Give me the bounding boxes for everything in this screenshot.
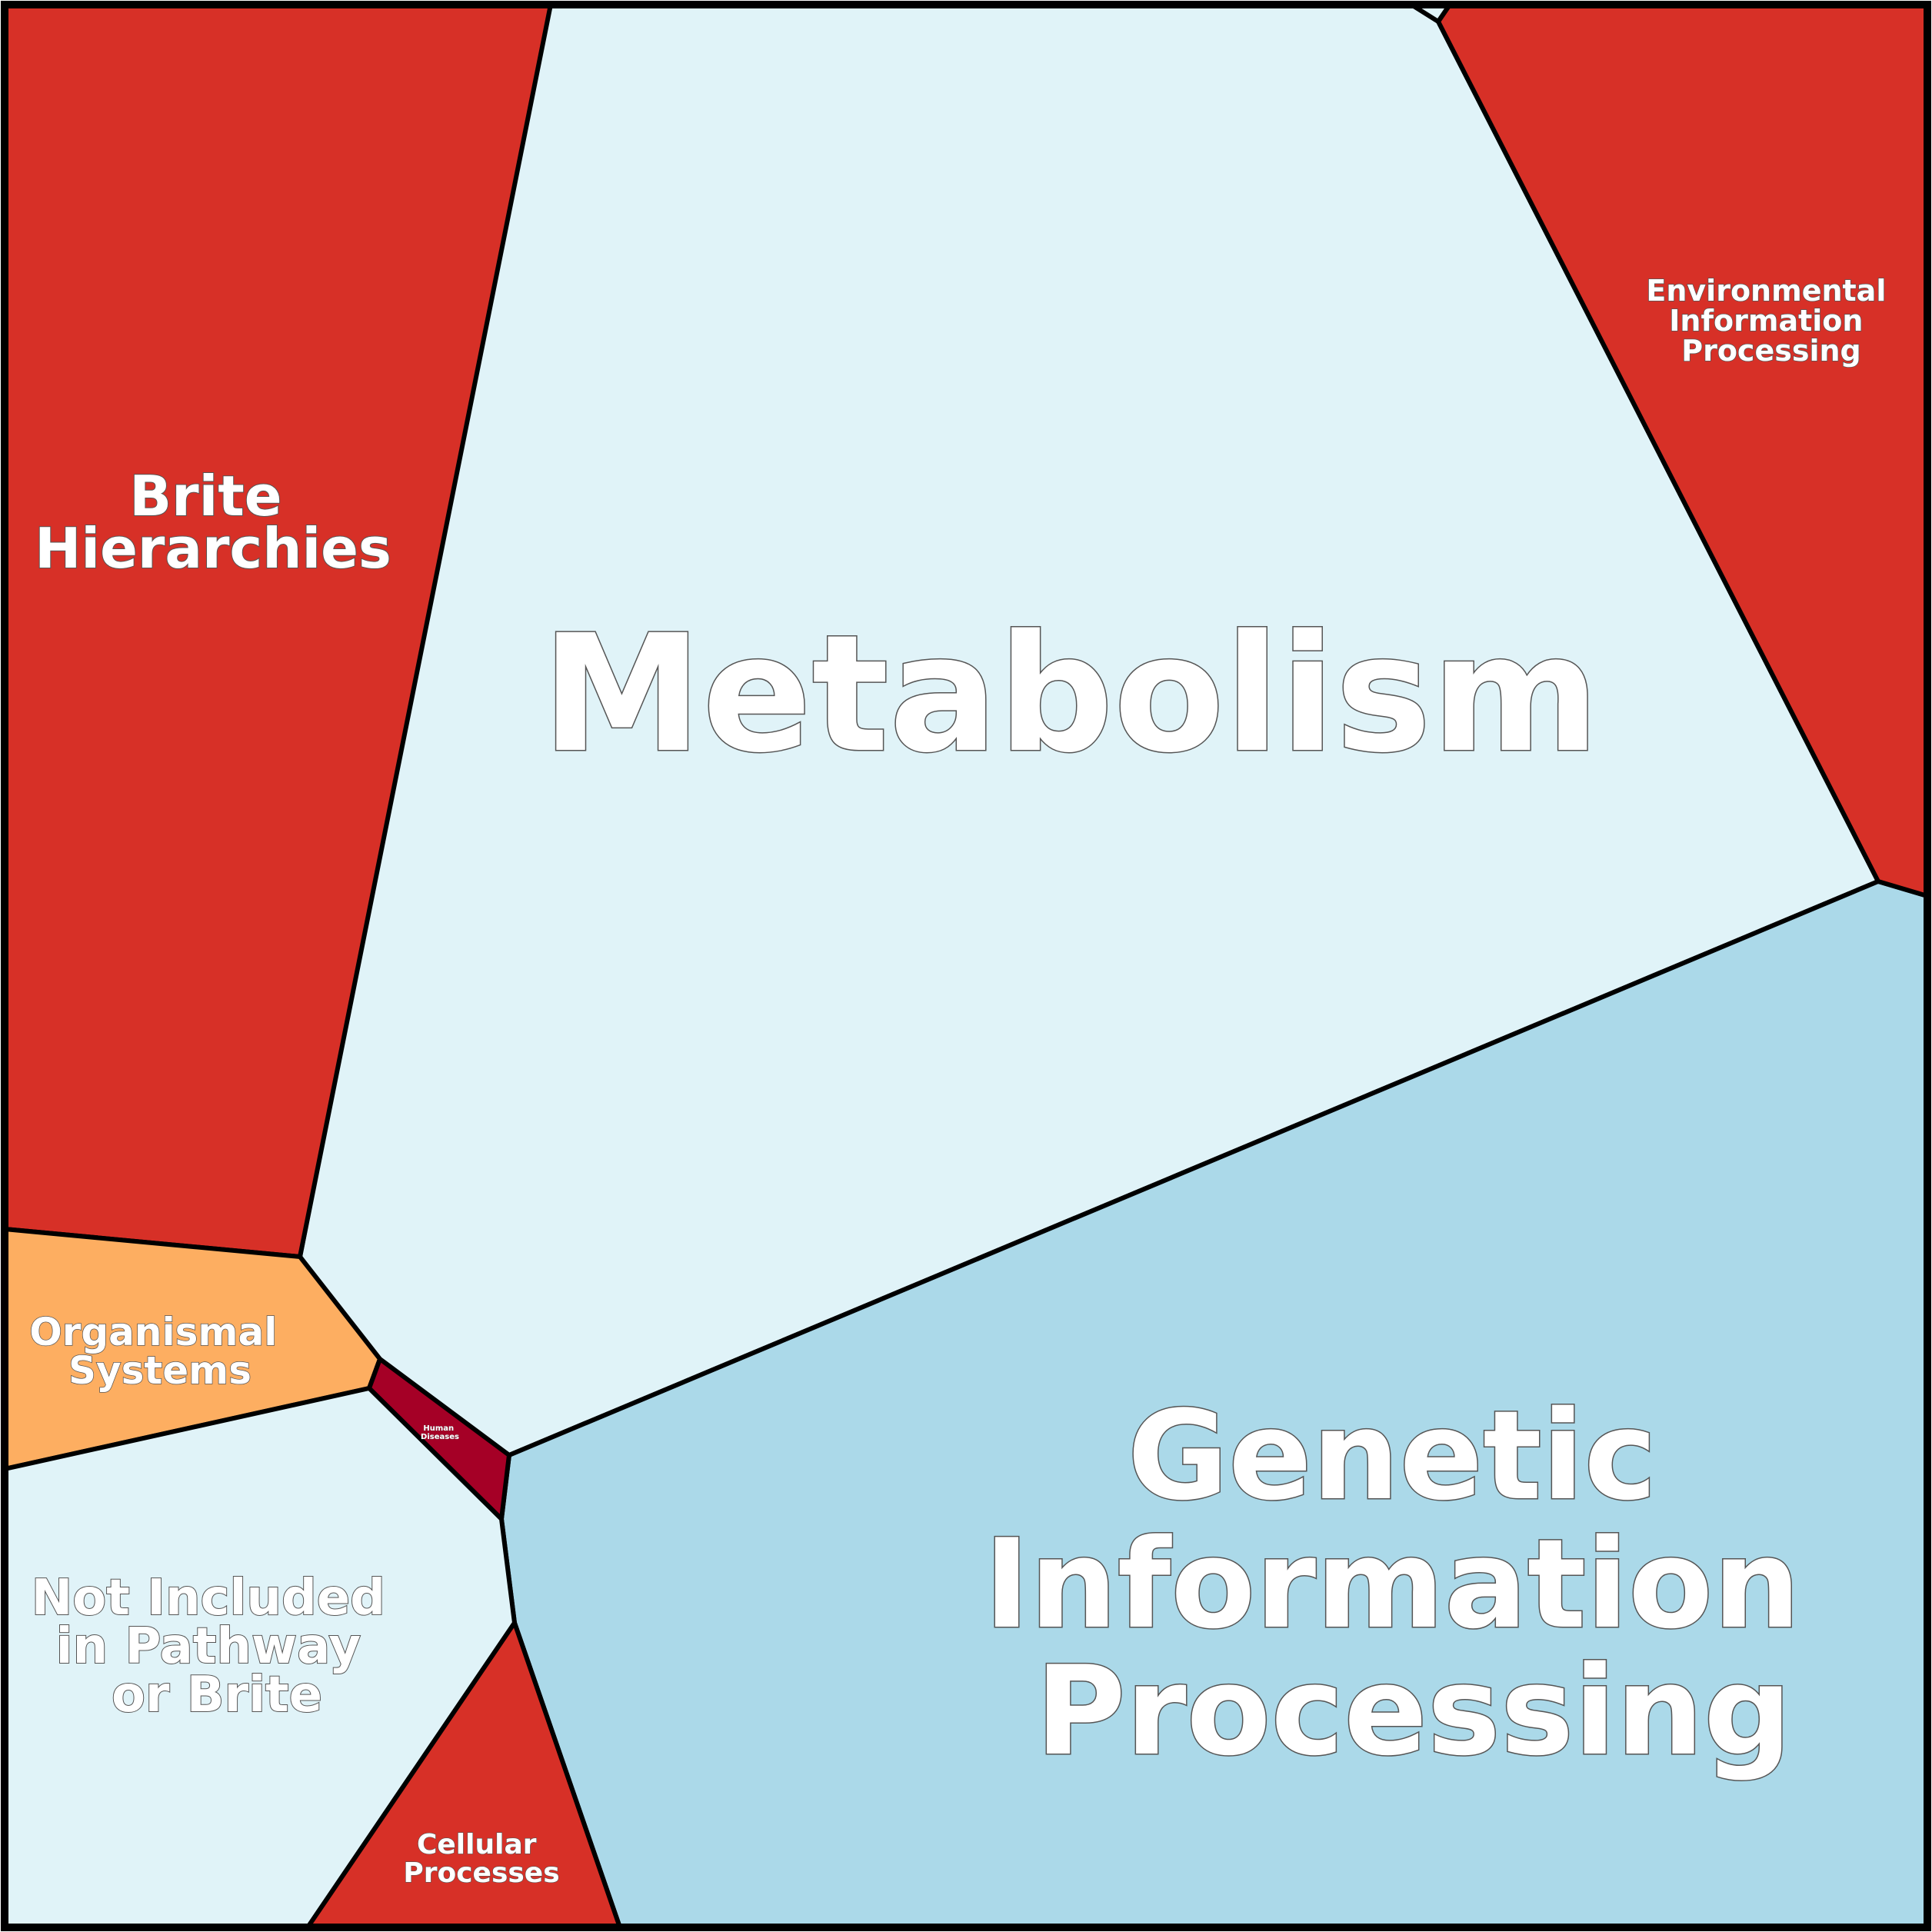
label-cellular-processes: Cellular Processes xyxy=(403,1829,559,1889)
label-organismal-systems: Organismal Systems xyxy=(29,1310,291,1393)
label-brite-hierarchies: Brite Hierarchies xyxy=(35,464,391,581)
label-not-included-in-pathway-or-brite: Not Included in Pathway or Brite xyxy=(32,1570,403,1724)
label-environmental-information-processing: Environmental Information Processing xyxy=(1646,274,1896,368)
label-genetic-information-processing: Genetic Information Processing xyxy=(984,1384,1843,1783)
label-human-diseases: Human Diseases xyxy=(421,1424,459,1441)
label-metabolism: Metabolism xyxy=(541,600,1600,788)
